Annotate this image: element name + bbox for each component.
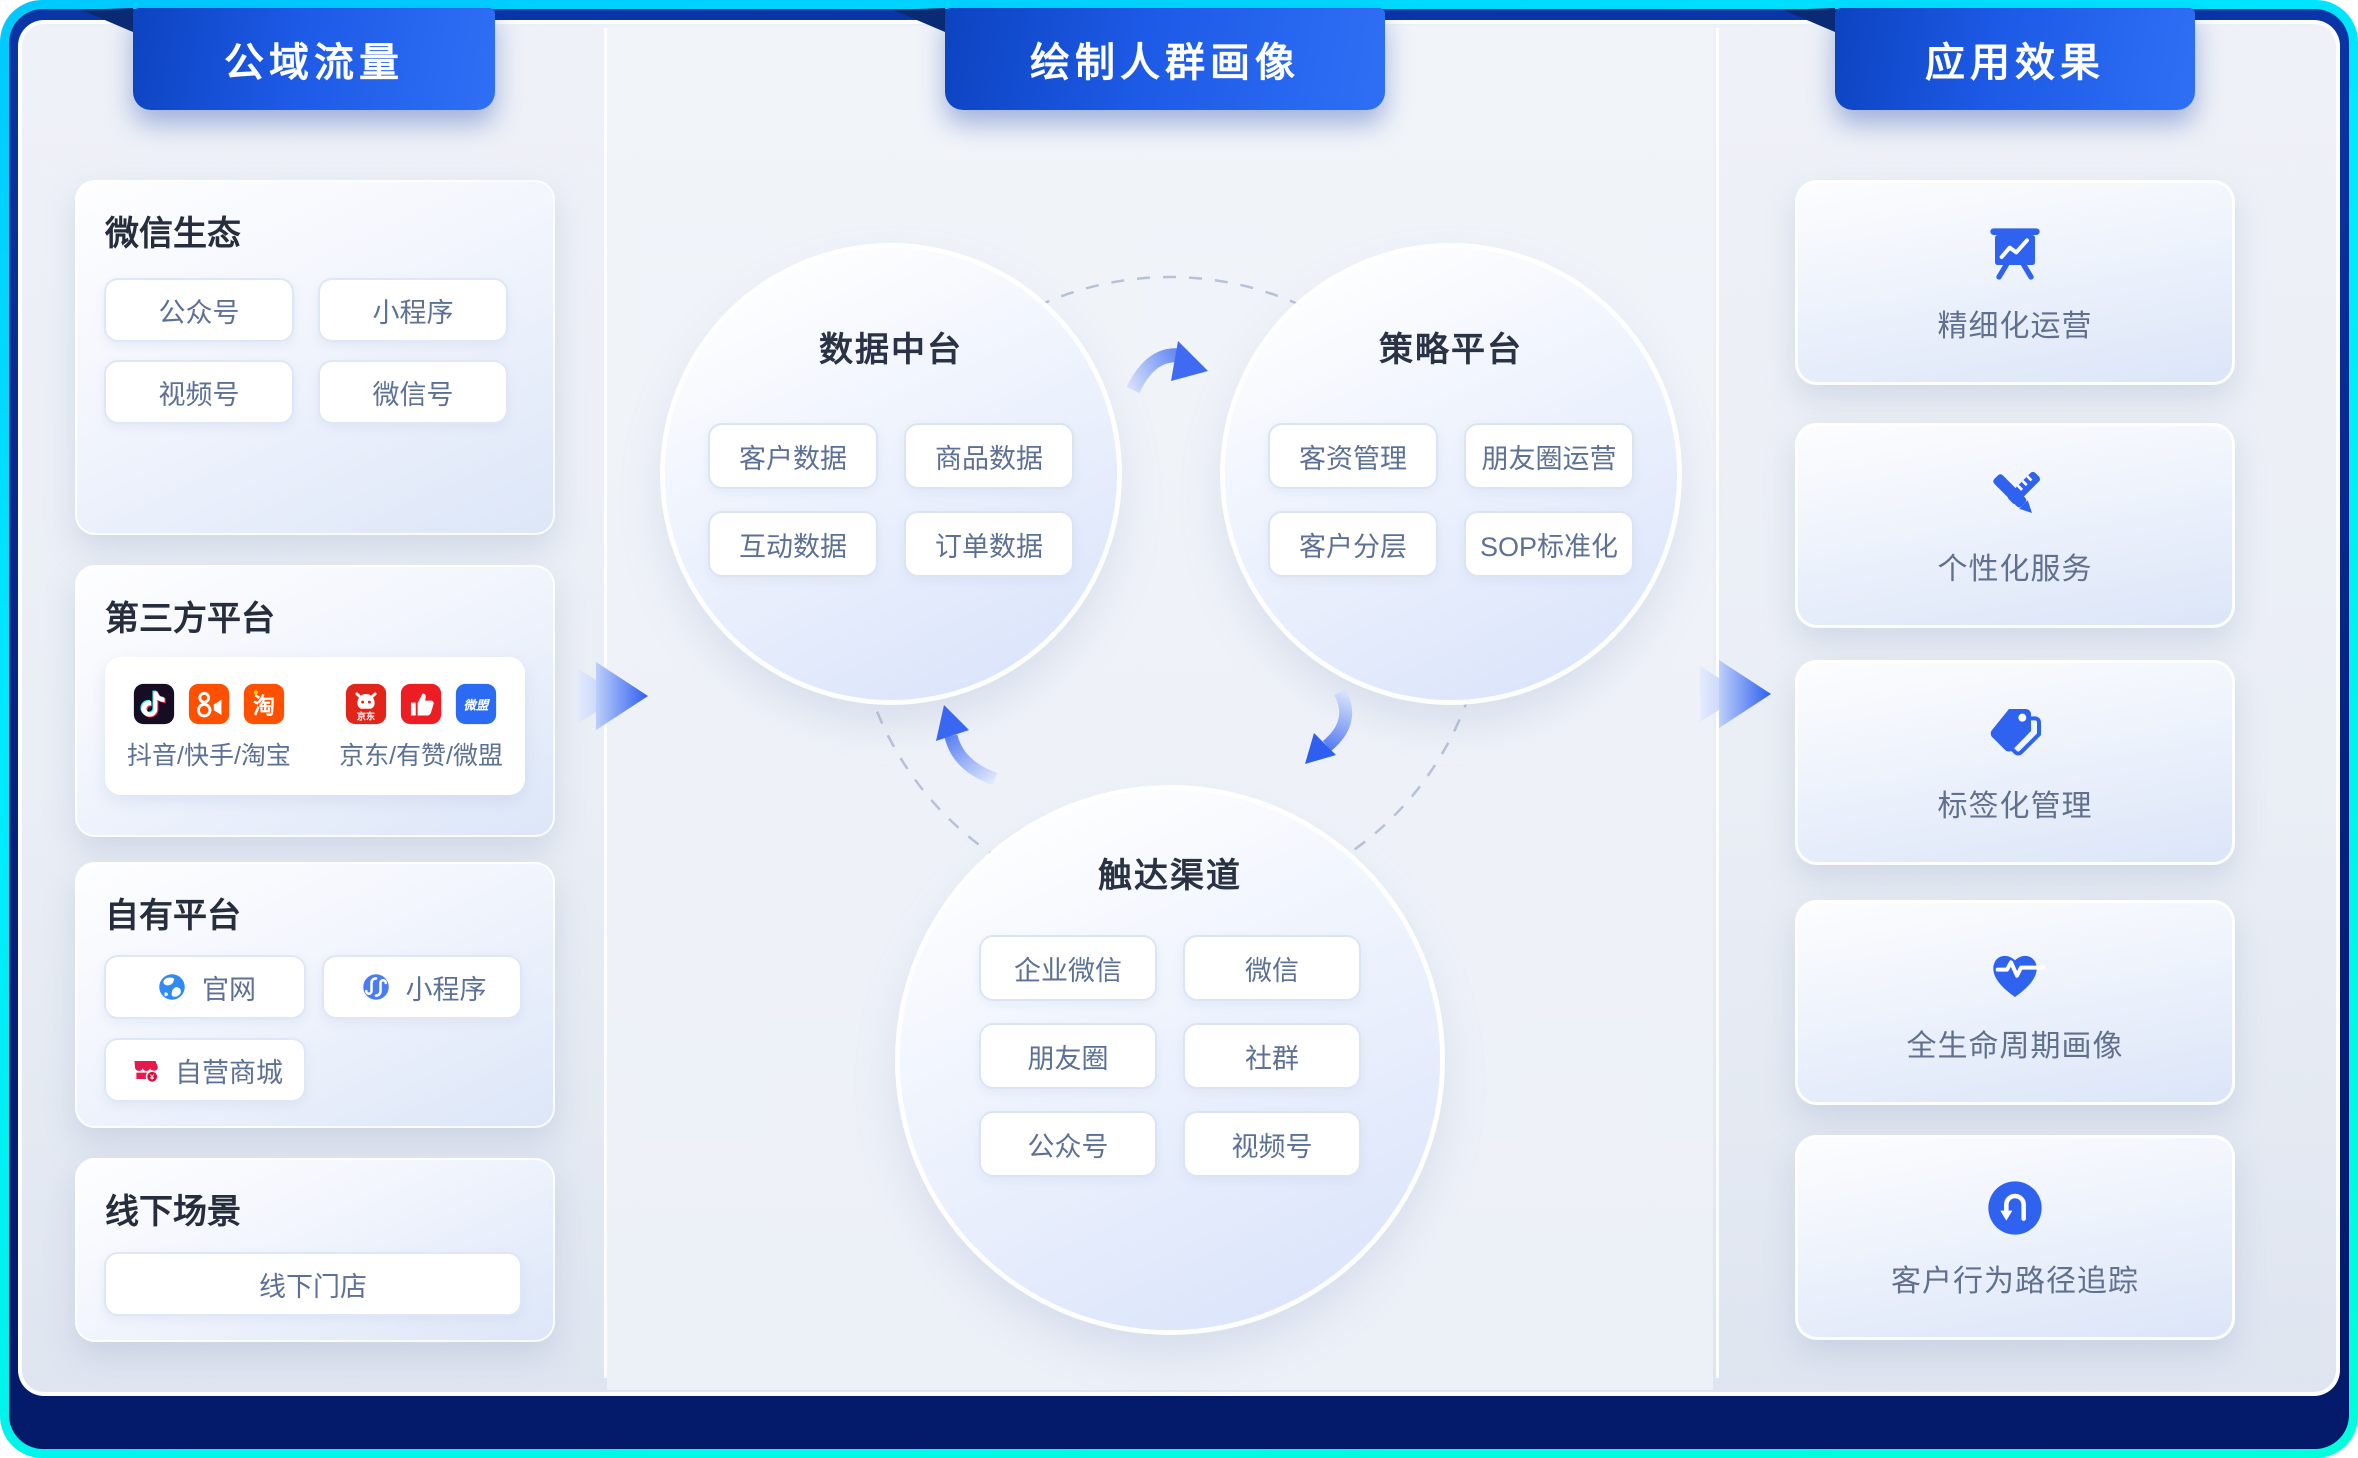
pencil-ruler-icon bbox=[1993, 471, 2041, 513]
tag-icon bbox=[1990, 708, 2041, 755]
shop-icon: ¥ bbox=[134, 1061, 159, 1084]
platform-group-label: 京东/有赞/微盟 bbox=[339, 741, 503, 770]
chip-customer-data[interactable]: 客户数据 bbox=[708, 423, 878, 489]
effect-card-personalized-service[interactable]: 个性化服务 bbox=[1795, 423, 2235, 628]
svg-text:微盟: 微盟 bbox=[464, 698, 490, 712]
effect-card-label: 精细化运营 bbox=[1937, 309, 2093, 343]
platform-group-label: 抖音/快手/淘宝 bbox=[127, 741, 291, 770]
panel-offline-scene: 线下场景 线下门店 bbox=[75, 1158, 555, 1342]
banner-public-domain-traffic: 公域流量 bbox=[133, 8, 495, 110]
circle-title: 数据中台 bbox=[819, 331, 963, 369]
chip-moments-operation[interactable]: 朋友圈运营 bbox=[1464, 423, 1634, 489]
effect-card-label: 客户行为路径追踪 bbox=[1891, 1264, 2139, 1298]
platform-group-douyin-kuaishou-taobao: 淘 抖音/快手/淘宝 bbox=[127, 681, 291, 772]
svg-text:淘: 淘 bbox=[253, 693, 275, 718]
jd-icon: 京东 bbox=[345, 683, 387, 724]
banner-application-effects: 应用效果 bbox=[1835, 8, 2195, 110]
panel-title: 第三方平台 bbox=[105, 600, 275, 638]
chip-sop-standardization[interactable]: SOP标准化 bbox=[1464, 511, 1634, 577]
chip-enterprise-wechat[interactable]: 企业微信 bbox=[979, 935, 1157, 1001]
effect-card-label: 标签化管理 bbox=[1937, 789, 2093, 823]
panel-title: 线下场景 bbox=[105, 1193, 241, 1231]
column-divider-right bbox=[1716, 28, 1719, 1378]
effect-card-label: 个性化服务 bbox=[1937, 552, 2093, 586]
pill-official-website[interactable]: 官网 bbox=[104, 955, 306, 1019]
chip-customer-layering[interactable]: 客户分层 bbox=[1268, 511, 1438, 577]
youzan-icon bbox=[400, 683, 442, 724]
chip-official-account[interactable]: 公众号 bbox=[979, 1111, 1157, 1177]
pill-label: 官网 bbox=[202, 974, 256, 1005]
taobao-icon: 淘 bbox=[243, 683, 285, 724]
circle-title: 触达渠道 bbox=[1098, 857, 1242, 895]
douyin-icon bbox=[133, 683, 175, 724]
effect-card-refined-operation[interactable]: 精细化运营 bbox=[1795, 180, 2235, 385]
panel-title: 自有平台 bbox=[105, 897, 241, 935]
presentation-chart-icon bbox=[1990, 227, 2040, 280]
globe-icon bbox=[159, 974, 185, 1000]
miniprogram-icon bbox=[362, 974, 389, 1000]
column-divider-left bbox=[604, 28, 607, 1378]
weimob-icon: 微盟 bbox=[455, 683, 497, 724]
effect-card-label: 全生命周期画像 bbox=[1906, 1029, 2124, 1063]
route-tracking-icon bbox=[1988, 1180, 2042, 1235]
svg-text:¥: ¥ bbox=[150, 1072, 155, 1081]
panel-title: 微信生态 bbox=[105, 215, 241, 253]
effect-card-tag-management[interactable]: 标签化管理 bbox=[1795, 660, 2235, 865]
heart-pulse-icon bbox=[1993, 955, 2045, 997]
platform-group-jd-youzan-weimob: 京东 微盟 京东/有赞/微盟 bbox=[339, 681, 503, 772]
effect-card-lifecycle-portrait[interactable]: 全生命周期画像 bbox=[1795, 900, 2235, 1105]
circle-reach-channels: 触达渠道 企业微信 微信 朋友圈 社群 公众号 视频号 bbox=[900, 790, 1440, 1330]
chip-interaction-data[interactable]: 互动数据 bbox=[708, 511, 878, 577]
effect-card-behavior-path-tracking[interactable]: 客户行为路径追踪 bbox=[1795, 1135, 2235, 1340]
panel-own-platforms: 自有平台 官网 小程序 ¥ 自营商 bbox=[75, 862, 555, 1128]
chip-lead-management[interactable]: 客资管理 bbox=[1268, 423, 1438, 489]
chip-video-account[interactable]: 视频号 bbox=[1183, 1111, 1361, 1177]
pill-wechat-id[interactable]: 微信号 bbox=[318, 360, 508, 424]
kuaishou-icon bbox=[188, 683, 230, 724]
banner-draw-persona: 绘制人群画像 bbox=[945, 8, 1385, 110]
pill-mini-program[interactable]: 小程序 bbox=[318, 278, 508, 342]
circle-strategy-platform: 策略平台 客资管理 朋友圈运营 客户分层 SOP标准化 bbox=[1225, 248, 1677, 700]
chip-order-data[interactable]: 订单数据 bbox=[904, 511, 1074, 577]
pill-official-account[interactable]: 公众号 bbox=[104, 278, 294, 342]
circle-data-middle-platform: 数据中台 客户数据 商品数据 互动数据 订单数据 bbox=[665, 248, 1117, 700]
chip-product-data[interactable]: 商品数据 bbox=[904, 423, 1074, 489]
chip-moments[interactable]: 朋友圈 bbox=[979, 1023, 1157, 1089]
panel-wechat-ecosystem: 微信生态 公众号 小程序 视频号 微信号 bbox=[75, 180, 555, 535]
pill-offline-store[interactable]: 线下门店 bbox=[104, 1252, 522, 1316]
pill-own-mini-program[interactable]: 小程序 bbox=[322, 955, 522, 1019]
chip-wechat[interactable]: 微信 bbox=[1183, 935, 1361, 1001]
pill-label: 自营商城 bbox=[175, 1057, 283, 1088]
svg-text:京东: 京东 bbox=[357, 710, 375, 721]
pill-self-run-mall[interactable]: ¥ 自营商城 bbox=[104, 1038, 306, 1102]
circle-title: 策略平台 bbox=[1379, 331, 1523, 369]
panel-third-party-platforms: 第三方平台 bbox=[75, 565, 555, 837]
chip-community[interactable]: 社群 bbox=[1183, 1023, 1361, 1089]
third-party-platforms-card: 淘 抖音/快手/淘宝 京东 bbox=[105, 657, 525, 795]
pill-label: 小程序 bbox=[405, 974, 487, 1005]
pill-video-account[interactable]: 视频号 bbox=[104, 360, 294, 424]
